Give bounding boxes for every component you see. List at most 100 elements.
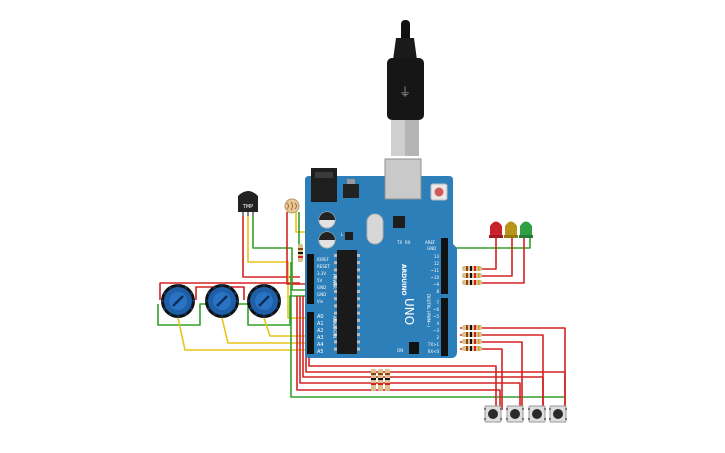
chip-pin [334,304,337,308]
reset-pin-label: RESET [317,264,330,269]
digital-pin-label: 7 [436,300,439,305]
wires [157,212,566,410]
chip-pin [357,311,360,315]
chip-pin [357,275,360,279]
pot3-yellow-wire [263,317,313,337]
btn-red-wire-1 [460,327,566,410]
btn-red-wire-2 [460,334,544,410]
push-button[interactable] [528,405,546,423]
potentiometer[interactable] [247,284,281,318]
chip-pin [357,333,360,337]
brand-label: ARDUINO [400,264,407,295]
reset-button-cap [434,187,444,197]
led-green [519,221,533,238]
digital-header-top [441,238,448,294]
usb-chip [393,216,405,228]
analog-pin-label: A3 [317,335,324,341]
usb-plug-body [387,58,424,120]
digital-pin-label: ~6 [433,307,439,312]
power-header-label: POWER [332,274,337,289]
digital-pin-label: ~3 [433,328,439,333]
usb-symbol-icon: ⏚ [399,85,411,99]
chip-pin [334,333,337,337]
gnd-label: GND [427,246,436,251]
digital-pin-label: RX<0 [428,349,440,354]
digital-pin-label: 2 [436,335,439,340]
potentiometers [161,284,281,318]
analog-pin-label: A5 [317,349,324,355]
temperature-sensor: TMP [238,191,258,216]
chip-pin [334,318,337,322]
digital-header-bottom [441,298,448,356]
chip-pin [334,275,337,279]
smd-chip [345,232,353,240]
voltage-regulator [343,184,359,198]
tmp-body [238,191,258,212]
atmega-pins [334,254,360,351]
chip-pin [357,282,360,286]
chip-pin [334,347,337,351]
chip-pin [334,290,337,293]
aref-label: AREF [425,240,436,245]
resistor [462,346,482,351]
tmp-label: TMP [242,204,253,210]
resistors [371,266,482,391]
push-button[interactable] [549,405,567,423]
digital-pin-label: ~10 [431,275,440,280]
chip-pin [357,268,360,272]
v33-label: 3.3V [317,271,326,276]
push-button[interactable] [484,405,502,423]
push-buttons [484,405,567,423]
digital-header-label: DIGITAL (PWM~) [426,294,431,328]
chip-pin [334,311,337,315]
resistor [462,325,482,330]
resistor [462,273,482,278]
leds [489,221,533,238]
resistor [462,280,482,285]
ldr-red-wire [286,212,313,285]
chip-pin [334,297,337,301]
digital-pin-label: ~11 [431,268,440,273]
regulator-tab [347,179,355,184]
pot2-yellow-wire [221,317,313,344]
push-button-cap[interactable] [488,409,498,419]
chip-pin [334,261,337,265]
chip-pin [357,290,360,293]
vin-label: Vin [317,299,324,304]
chip-pin [357,297,360,301]
bottom-green-wire [290,262,565,398]
led-red-wire-1 [480,238,497,270]
push-button-cap[interactable] [532,409,542,419]
potentiometer[interactable] [161,284,195,318]
chip-pin [357,340,360,344]
chip-pin [357,326,360,329]
model-label: UNO [402,298,416,325]
chip-pin [334,254,337,257]
v5-label: 5V [317,278,323,283]
digital-pin-label: ~9 [433,282,439,287]
on-label: ON [397,348,403,353]
tmp-green-wire [252,213,313,291]
analog-header-label: ANALOG IN [332,316,337,338]
push-button-cap[interactable] [510,409,520,419]
usb-cable: ⏚ [387,20,424,156]
digital-pin-label: 8 [436,289,439,294]
chip-pin [357,347,360,351]
usb-socket [384,158,422,200]
push-button-cap[interactable] [553,409,563,419]
photoresistor [284,198,300,214]
digital-pin-label: TX>1 [427,342,440,347]
arduino-uno-board: ARDUINO UNO POWER ANALOG IN DIGITAL (PWM… [305,158,457,358]
led-red-wire-3 [480,238,525,284]
digital-pin-label: ~5 [433,314,439,319]
pot1-yellow-wire [177,317,313,351]
chip-pin [334,340,337,344]
led-red [489,221,503,238]
chip-pin [357,318,360,322]
tmp-red-wire [242,213,300,278]
potentiometer[interactable] [205,284,239,318]
push-button[interactable] [506,405,524,423]
